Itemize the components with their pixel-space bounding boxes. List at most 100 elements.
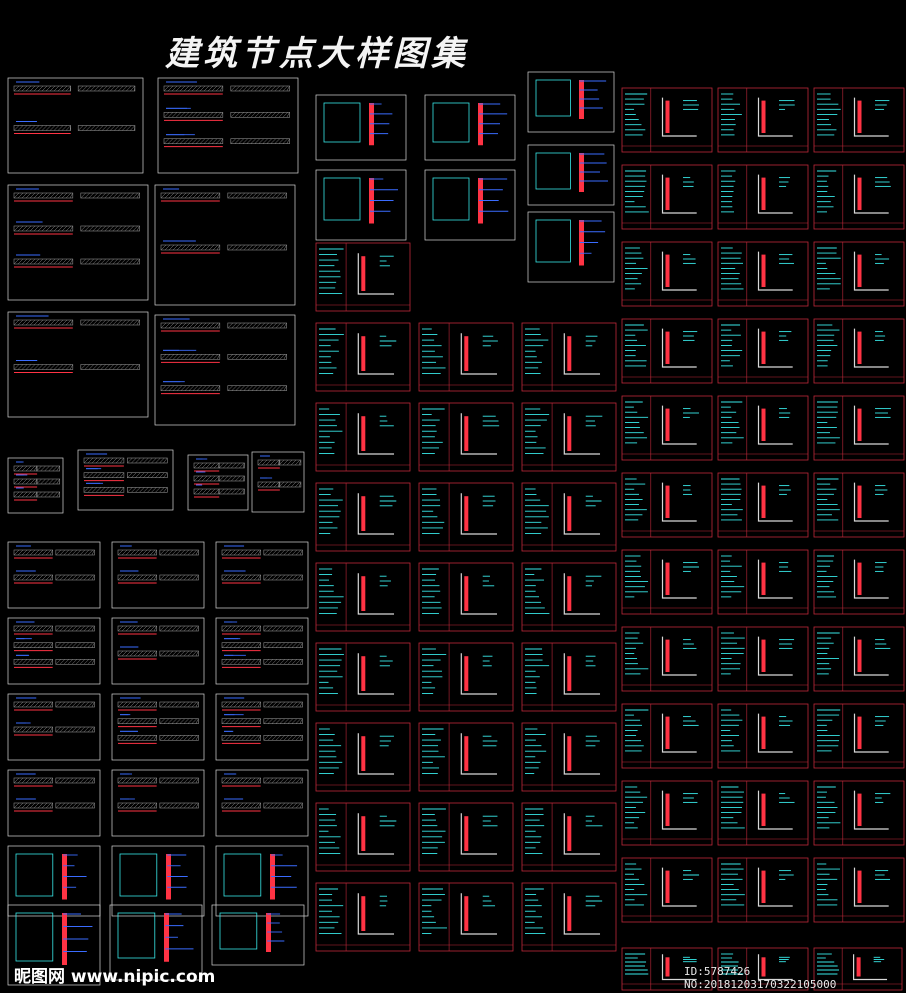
hatch-stroke (29, 491, 36, 498)
hatch-stroke (67, 802, 74, 809)
hatch-stroke (241, 549, 248, 556)
hatch-stroke (171, 574, 178, 581)
detail-frame (215, 541, 309, 609)
hatch-stroke (231, 462, 237, 469)
hatch-stroke (266, 138, 272, 144)
hatch-stroke (279, 701, 286, 708)
sheet-frame (521, 722, 617, 792)
hatch-stroke (219, 138, 224, 144)
hatch-band (55, 659, 95, 665)
hatch-stroke (257, 735, 261, 741)
hatch-stroke (267, 549, 274, 556)
hatch-stroke (21, 478, 28, 485)
hatch-stroke (57, 319, 64, 326)
hatch-stroke (99, 472, 106, 478)
hatch-stroke (55, 802, 62, 809)
hatch-stroke (261, 459, 268, 466)
hatch-stroke (100, 319, 106, 326)
hatch-stroke (163, 487, 168, 493)
sheet-frame (621, 780, 713, 846)
hatch-band (159, 802, 199, 809)
hatch-stroke (153, 701, 157, 708)
hatch-stroke (49, 85, 56, 92)
hatch-band (221, 718, 261, 724)
detail-outline (535, 79, 571, 117)
hatch-stroke (49, 319, 56, 326)
hatch-stroke (291, 659, 298, 665)
hatch-stroke (65, 225, 72, 232)
hatch-stroke (44, 478, 50, 485)
sheet-frame (315, 882, 411, 952)
hatch-stroke (145, 802, 152, 809)
hatch-stroke (153, 718, 157, 724)
hatch-stroke (17, 364, 24, 370)
hatch-band (160, 385, 221, 391)
hatch-stroke (223, 475, 229, 482)
detail-frame (7, 769, 101, 837)
hatch-stroke (63, 642, 70, 648)
hatch-stroke (63, 726, 70, 733)
hatch-stroke (159, 487, 165, 493)
hatch-stroke (295, 735, 302, 741)
hatch-stroke (117, 625, 124, 632)
hatch-stroke (219, 488, 225, 495)
sheet-frame (813, 857, 905, 923)
hatch-stroke (67, 642, 74, 648)
hatch-stroke (179, 112, 186, 118)
hatch-band (159, 718, 199, 724)
hatch-stroke (237, 574, 244, 581)
hatch-stroke (259, 385, 265, 391)
hatch-stroke (204, 385, 211, 391)
hatch-stroke (245, 574, 252, 581)
hatch-stroke (247, 322, 253, 329)
hatch-stroke (237, 625, 244, 632)
hatch-stroke (92, 225, 98, 232)
hatch-stroke (193, 462, 200, 469)
hatch-stroke (59, 802, 66, 809)
hatch-stroke (137, 650, 144, 657)
hatch-stroke (126, 85, 132, 92)
hatch-stroke (133, 802, 140, 809)
hatch-stroke (45, 85, 52, 92)
hatch-stroke (80, 319, 86, 326)
hatch-stroke (117, 802, 124, 809)
hatch-stroke (153, 650, 157, 657)
hatch-stroke (229, 549, 236, 556)
detail-fill (464, 336, 469, 371)
sheet-frame (717, 87, 809, 153)
hatch-stroke (61, 258, 68, 265)
hatch-stroke (283, 192, 287, 199)
hatch-stroke (271, 642, 278, 648)
hatch-band (127, 487, 168, 493)
hatch-stroke (167, 718, 174, 724)
detail-frame (7, 311, 149, 418)
hatch-stroke (211, 112, 218, 118)
hatch-stroke (55, 659, 62, 665)
detail-fill (361, 656, 366, 691)
hatch-stroke (130, 125, 136, 131)
hatch-stroke (143, 487, 149, 493)
hatch-stroke (67, 625, 74, 632)
hatch-stroke (41, 125, 48, 131)
hatch-band (263, 777, 303, 784)
sheet-frame (621, 947, 713, 991)
hatch-stroke (141, 701, 148, 708)
detail-profile (661, 636, 697, 676)
hatch-stroke (48, 478, 54, 485)
hatch-stroke (179, 138, 186, 144)
hatch-stroke (167, 112, 174, 118)
hatch-stroke (242, 112, 248, 118)
hatch-stroke (193, 475, 200, 482)
hatch-band (117, 735, 157, 741)
hatch-stroke (17, 659, 24, 665)
hatch-stroke (205, 488, 212, 495)
hatch-stroke (187, 802, 194, 809)
hatch-stroke (45, 701, 52, 708)
hatch-stroke (183, 701, 190, 708)
hatch-stroke (69, 364, 74, 370)
hatch-stroke (233, 802, 240, 809)
hatch-band (13, 549, 53, 556)
hatch-stroke (159, 718, 166, 724)
hatch-stroke (231, 385, 237, 391)
